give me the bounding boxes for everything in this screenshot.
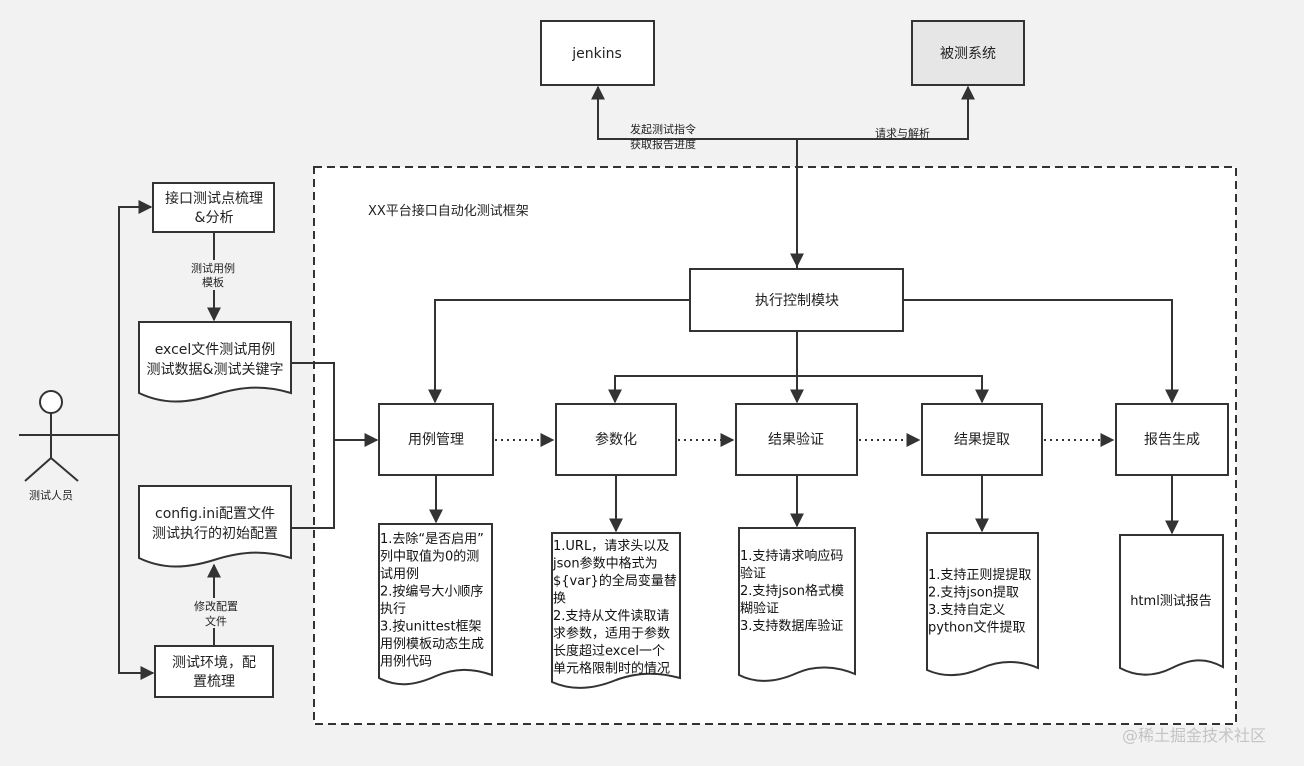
edge-controller-to-report [903,299,1179,404]
excel-doc-node[interactable]: excel文件测试用例 测试数据&测试关键字 [138,321,292,403]
doc-detail-line: 2.按编号大小顺序 [380,585,483,600]
doc-detail-line: html测试报告 [1130,594,1212,609]
doc-detail-line: 3.按unittest框架 [380,620,482,635]
doc-detail-line: 单元格限制时的情况 [553,661,670,677]
doc-detail-line: 1.URL，请求头以及 [553,539,669,554]
doc-detail-line: 验证 [740,566,766,582]
module-label: 报告生成 [1144,432,1200,448]
doc-detail-line: 求参数，适用于参数 [553,626,670,642]
doc-detail-line: 1.支持正则提提取 [928,567,1031,583]
edge-to-system [797,85,975,140]
doc-detail-line: 糊验证 [740,601,779,617]
edge-to-jenkins [591,85,797,140]
system-under-test-node[interactable]: 被测系统 [911,20,1025,86]
label-bg [186,260,242,290]
doc-detail-line: 1.去除“是否启用” [380,532,484,547]
doc-detail-line: 3.支持自定义 [928,603,1005,618]
edge-controller-to-param [608,375,797,404]
module-case-management[interactable]: 用例管理 [378,403,494,476]
edge-controller-to-extract [797,375,989,404]
env-node[interactable]: 测试环境，配 置梳理 [154,645,274,698]
doc-detail-line: python文件提取 [928,620,1025,636]
tester-label: 测试人员 [29,489,73,502]
doc-result-verification-shape [738,527,856,682]
config-doc-node[interactable]: config.ini配置文件 测试执行的初始配置 [138,485,292,568]
doc-detail-line: ${var}的全局变量替 [553,573,677,589]
analysis-node[interactable]: 接口测试点梳理 &分析 [152,182,275,233]
doc-detail-line: 试用例 [380,567,419,582]
jenkins-node[interactable]: jenkins [540,20,655,86]
controller-node[interactable]: 执行控制模块 [689,268,904,332]
jenkins-edge-label-1: 发起测试指令 [630,122,696,136]
config-edge-label-1: 修改配置 [194,599,238,613]
analysis-label-1: 接口测试点梳理 [165,190,263,207]
doc-detail-line: 长度超过excel一个 [553,643,665,659]
doc-case-management-shape [378,523,493,686]
module-label: 用例管理 [408,432,464,448]
module-report-generation[interactable]: 报告生成 [1115,403,1229,476]
label-bg [186,598,242,628]
tester-actor[interactable] [19,390,84,482]
edge-docs-merge [291,362,335,529]
doc-detail-line: 用例模板动态生成 [380,637,484,652]
config-edge-label-2: 文件 [205,614,227,628]
module-label: 参数化 [595,431,637,448]
doc-detail-line: 2.支持从文件读取请 [553,609,669,624]
doc-detail-line: json参数中格式为 [552,556,658,572]
template-edge-label-1: 测试用例 [191,261,235,275]
config-doc-label-1: config.ini配置文件 [155,506,275,522]
module-label: 结果验证 [768,432,824,448]
env-label-1: 测试环境，配 [172,655,256,671]
config-doc-label-2: 测试执行的初始配置 [152,525,278,542]
excel-doc-label-2: 测试数据&测试关键字 [147,362,284,378]
doc-result-extraction-shape [926,532,1039,676]
framework-title: XX平台接口自动化测试框架 [368,203,529,219]
watermark: @稀土掘金技术社区 [1122,726,1266,745]
doc-detail-line: 3.支持数据库验证 [740,618,843,634]
edge-controller-to-case-mgmt [428,299,690,404]
doc-detail-line: 2.支持json提取 [928,585,1019,601]
analysis-label-2: &分析 [195,210,234,226]
doc-detail-line: 换 [553,592,566,607]
edge-actor-to-analysis [118,200,153,435]
doc-detail-line: 用例代码 [380,655,432,670]
edge-actor-to-env [118,435,155,680]
doc-result-extraction: 1.支持正则提提取 2.支持json提取 3.支持自定义 python文件提取 [928,567,1031,636]
module-result-verification[interactable]: 结果验证 [735,403,858,476]
module-result-extraction[interactable]: 结果提取 [921,403,1043,476]
system-under-test-label: 被测系统 [940,46,996,62]
template-edge-label-2: 模板 [202,275,224,289]
env-label-2: 置梳理 [193,674,235,690]
doc-detail-line: 2.支持json格式模 [740,583,844,599]
jenkins-edge-label-2: 获取报告进度 [630,137,696,151]
jenkins-label: jenkins [571,46,622,62]
system-edge-label: 请求与解析 [875,126,930,140]
doc-html-report: html测试报告 [1130,594,1212,609]
doc-html-report-shape [1119,534,1224,676]
module-parameterization[interactable]: 参数化 [555,403,677,476]
doc-detail-line: 1.支持请求响应码 [740,548,843,564]
doc-detail-line: 列中取值为0的测 [380,549,479,565]
doc-detail-line: 执行 [380,602,406,617]
excel-doc-label-1: excel文件测试用例 [155,342,276,358]
module-label: 结果提取 [954,432,1010,448]
doc-parameterization-shape [551,532,681,689]
controller-label: 执行控制模块 [755,293,839,309]
